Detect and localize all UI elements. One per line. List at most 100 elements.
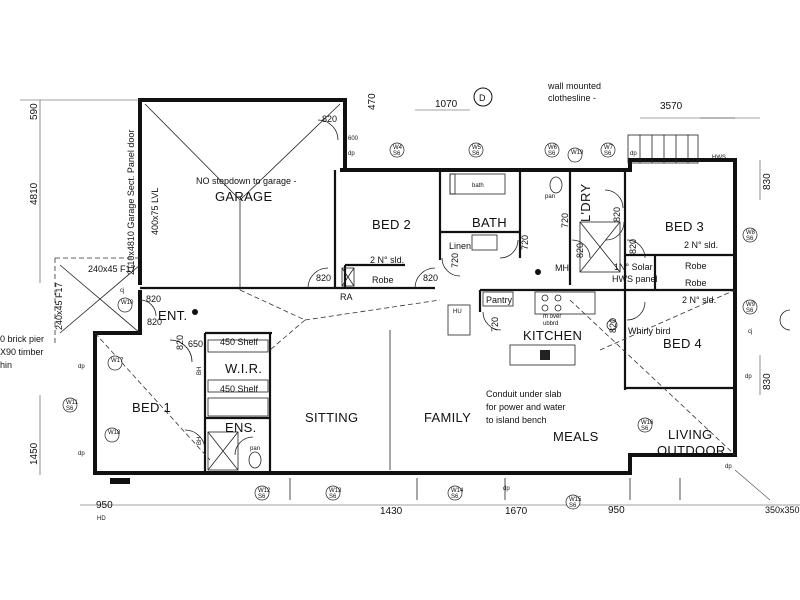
note-hws: HWS bbox=[712, 155, 726, 161]
internal-walls bbox=[140, 170, 735, 473]
downpipe-4: dp bbox=[503, 486, 510, 492]
note-bed3-sliding: 2 N° sld. bbox=[684, 240, 718, 250]
note-conduit-3: to island bench bbox=[486, 415, 547, 425]
note-bed4-sliding: 2 N° sld. bbox=[682, 295, 716, 305]
note-shelf-1: 450 Shelf bbox=[220, 337, 259, 347]
svg-text:W9: W9 bbox=[746, 302, 756, 308]
note-pantry: Pantry bbox=[486, 295, 513, 305]
room-outdoor: OUTDOOR bbox=[657, 443, 726, 458]
note-pier-1: 0 brick pier bbox=[0, 334, 44, 344]
note-garage-door: 2110x4810 Garage Sect. Panel door bbox=[126, 130, 136, 275]
room-sitting: SITTING bbox=[305, 410, 358, 425]
downpipe-1: dp bbox=[348, 151, 355, 157]
svg-text:W14: W14 bbox=[451, 488, 464, 494]
svg-text:W5: W5 bbox=[472, 145, 482, 151]
dim-1070: 1070 bbox=[435, 99, 458, 110]
bottom-tick-marks bbox=[289, 478, 681, 500]
note-hd: HD bbox=[97, 516, 106, 522]
dim-door-bed3: 820 bbox=[628, 239, 638, 254]
svg-text:S6: S6 bbox=[746, 308, 754, 314]
dim-1430: 1430 bbox=[380, 506, 403, 517]
room-bed1: BED 1 bbox=[132, 400, 171, 415]
dim-door-ldry-3: 820 bbox=[575, 243, 585, 258]
room-kitchen: KITCHEN bbox=[523, 328, 582, 343]
room-ent: ENT. bbox=[158, 308, 187, 323]
dim-door-bed2: 820 bbox=[316, 273, 331, 283]
note-pier-3: hin bbox=[0, 360, 12, 370]
svg-text:W17: W17 bbox=[111, 358, 124, 364]
roof-hip-lines bbox=[54, 103, 736, 470]
north-marker: D bbox=[473, 87, 493, 107]
room-bath: BATH bbox=[472, 215, 507, 230]
svg-text:S6: S6 bbox=[746, 236, 754, 242]
dimensions: 1070 3570 470 590 4810 1450 830 830 950 … bbox=[29, 93, 773, 517]
dim-door-ldry-1: 720 bbox=[520, 235, 530, 250]
svg-text:S6: S6 bbox=[604, 151, 612, 157]
room-bed3: BED 3 bbox=[665, 219, 704, 234]
note-conduit-2: for power and water bbox=[486, 402, 566, 412]
note-garage-stepdown: NO stepdown to garage - bbox=[196, 176, 297, 186]
dim-830-b: 830 bbox=[762, 373, 773, 390]
dim-950-a: 950 bbox=[96, 500, 113, 511]
note-pan-1: pan bbox=[545, 194, 555, 200]
dim-4810: 4810 bbox=[29, 182, 40, 205]
room-bed2: BED 2 bbox=[372, 217, 411, 232]
note-linen: Linen bbox=[449, 241, 471, 251]
svg-text:W18: W18 bbox=[108, 430, 121, 436]
window-markers bbox=[62, 142, 758, 510]
section-marker-right bbox=[779, 309, 791, 331]
svg-text:S6: S6 bbox=[548, 151, 556, 157]
dimension-lines bbox=[20, 99, 800, 506]
dim-door-ent: 820 bbox=[146, 294, 161, 304]
note-conduit-1: Conduit under slab bbox=[486, 389, 562, 399]
note-lintel-2: 240x45 F17 bbox=[54, 282, 64, 330]
note-ra: RA bbox=[340, 292, 353, 302]
window-marker-labels: W4 W5 W6 W7 W8 W9 W10 W11 W12 W13 W14 W1… bbox=[66, 145, 756, 509]
svg-text:W4: W4 bbox=[393, 145, 403, 151]
svg-text:W13: W13 bbox=[329, 488, 342, 494]
downpipe-6: dp bbox=[630, 151, 637, 157]
svg-text:W19: W19 bbox=[571, 150, 584, 156]
room-labels: GARAGE BED 2 BATH L'DRY BED 3 BED 4 ENT.… bbox=[132, 184, 726, 458]
note-bh-2: BH bbox=[197, 437, 203, 445]
note-robe-bed3: Robe bbox=[685, 261, 707, 271]
room-bed4: BED 4 bbox=[663, 336, 702, 351]
dim-door-bath-2: 720 bbox=[450, 253, 460, 268]
room-ens: ENS. bbox=[225, 420, 257, 435]
svg-text:S6: S6 bbox=[258, 494, 266, 500]
dim-door-ldry-2: 720 bbox=[560, 213, 570, 228]
note-size: 350x350 bbox=[765, 505, 800, 515]
note-overhead-2: ubbrd bbox=[543, 321, 558, 327]
note-bath-tub: bath bbox=[472, 183, 484, 189]
note-robe-bed4: Robe bbox=[685, 278, 707, 288]
dim-1450: 1450 bbox=[29, 442, 40, 465]
dim-door-pantry: 720 bbox=[490, 317, 500, 332]
room-living: LIVING bbox=[668, 427, 712, 442]
downpipe-5: dp bbox=[725, 464, 732, 470]
dim-door-bed1: 820 bbox=[147, 317, 162, 327]
note-overhead: m over bbox=[543, 314, 561, 320]
dim-600: 600 bbox=[348, 136, 359, 142]
dim-590: 590 bbox=[29, 103, 40, 120]
svg-text:W16: W16 bbox=[641, 420, 654, 426]
dim-3570: 3570 bbox=[660, 101, 683, 112]
svg-text:W8: W8 bbox=[746, 230, 756, 236]
fixtures bbox=[110, 134, 699, 484]
tie-2: cj bbox=[748, 329, 752, 335]
note-bed2-sliding: 2 N° sld. bbox=[370, 255, 404, 265]
svg-text:W10: W10 bbox=[121, 300, 134, 306]
dim-door-wir: 820 bbox=[175, 335, 185, 350]
dim-door-ldry-4: 820 bbox=[612, 207, 622, 222]
svg-text:S6: S6 bbox=[329, 494, 337, 500]
note-pan-2: pan bbox=[250, 446, 260, 452]
dim-door-bath: 820 bbox=[423, 273, 438, 283]
svg-text:S6: S6 bbox=[472, 151, 480, 157]
room-wir: W.I.R. bbox=[225, 361, 262, 376]
svg-text:W15: W15 bbox=[569, 497, 582, 503]
svg-text:S6: S6 bbox=[393, 151, 401, 157]
downpipe-2: dp bbox=[78, 364, 85, 370]
notes: NO stepdown to garage - wall mounted clo… bbox=[0, 81, 800, 522]
tie-1: cj bbox=[120, 288, 124, 294]
svg-text:W6: W6 bbox=[548, 145, 558, 151]
